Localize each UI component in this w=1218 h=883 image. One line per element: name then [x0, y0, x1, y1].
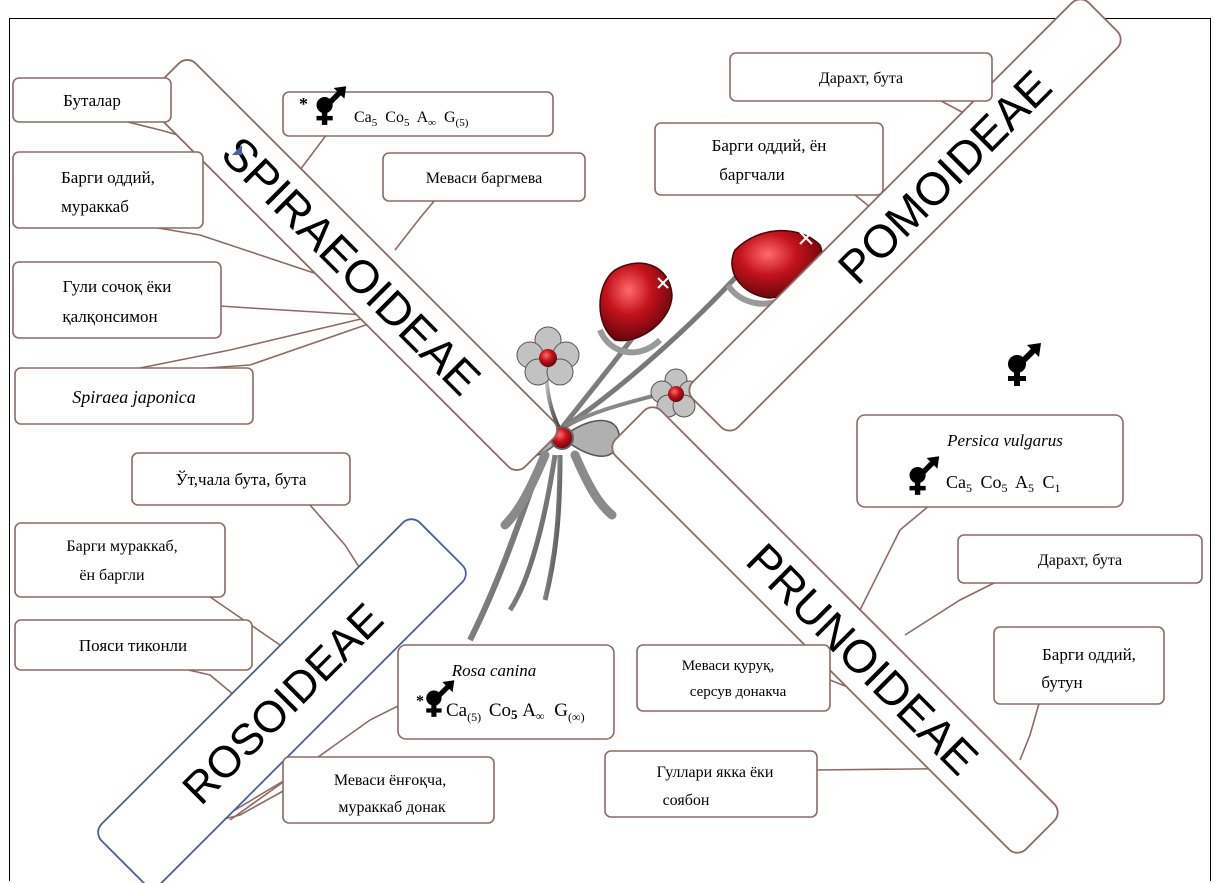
note-leaf-spiraea: Барги оддий, мураккаб [12, 151, 204, 229]
svg-text:*: * [416, 693, 424, 710]
svg-text:Гуллари якка ёки: Гуллари якка ёки [657, 764, 774, 781]
note-formula-rosa: Rosa canina * Ca(5) Co5 A∞ G(∞) [397, 644, 615, 740]
svg-text:Меваси қуруқ,: Меваси қуруқ, [682, 658, 774, 674]
diagram-frame [9, 18, 1211, 881]
svg-text:қалқонсимон: қалқонсимон [62, 307, 157, 326]
note-fruit-spiraea: Меваси баргмева [382, 152, 586, 202]
connector-species-spiraea-a [139, 317, 366, 369]
svg-text:Меваси ёнғоқча,: Меваси ёнғоқча, [334, 772, 446, 789]
svg-text:Ўт,чала бута, бута: Ўт,чала бута, бута [176, 470, 307, 489]
svg-text:*: * [299, 94, 308, 114]
svg-text:Ca(5) Co5 A∞: Ca(5) Co5 A∞ G(∞) [446, 700, 585, 726]
svg-text:Барги мураккаб,: Барги мураккаб, [66, 538, 177, 555]
svg-text:Барги оддий,: Барги оддий, [1042, 645, 1136, 664]
svg-text:мураккаб донак: мураккаб донак [338, 799, 446, 816]
svg-text:Буталар: Буталар [63, 91, 121, 110]
rose-brooch-illustration [467, 229, 823, 642]
note-fruit-rosoideae: Меваси ёнғоқча, мураккаб донак [282, 756, 495, 824]
note-habit-rosoideae: Ўт,чала бута, бута [131, 452, 351, 506]
svg-text:Rosa canina: Rosa canina [451, 661, 537, 680]
bisexual-flower-icon [1008, 343, 1041, 386]
svg-text:Барги оддий, ён: Барги оддий, ён [712, 136, 827, 155]
svg-text:Дарахт, бута: Дарахт, бута [819, 70, 903, 87]
triangle-marker-icon [232, 145, 242, 155]
note-receptacle-rosoideae: Пояси тиконли [14, 619, 253, 671]
svg-text:бутун: бутун [1041, 673, 1082, 692]
svg-text:серсув донакча: серсув донакча [690, 684, 787, 700]
svg-text:Барги оддий,: Барги оддий, [61, 168, 155, 187]
note-habit-pomoideae: Дарахт, бута [729, 52, 993, 102]
connector-persica [859, 504, 931, 611]
connector-habit-prunoideae [904, 579, 1001, 636]
connector-leaf-prunoideae [1019, 699, 1041, 761]
note-leaf-pomoideae: Барги оддий, ён баргчали [654, 122, 884, 196]
svg-text:баргчали: баргчали [719, 165, 785, 184]
connector-formula-rosoideae [229, 699, 411, 821]
svg-text:Пояси тиконли: Пояси тиконли [79, 636, 187, 655]
note-flower-spiraea: Гули сочоқ ёки қалқонсимон [12, 261, 222, 339]
note-leaf-rosoideae: Барги мураккаб, ён баргли [14, 522, 226, 598]
note-species-spiraea: Spiraea japonica [14, 367, 254, 425]
note-fruit-prunoideae: Меваси қуруқ, серсув донакча [636, 644, 831, 712]
connector-fruit-spiraea [394, 199, 436, 251]
svg-text:Spiraea japonica: Spiraea japonica [72, 387, 196, 407]
svg-text:Persica vulgarus: Persica vulgarus [946, 431, 1063, 450]
note-leaf-prunoideae: Барги оддий, бутун [993, 626, 1165, 705]
note-butalar: Буталар [12, 77, 172, 123]
note-habit-prunoideae: Дарахт, бута [957, 534, 1203, 584]
svg-text:Гули сочоқ ёки: Гули сочоқ ёки [63, 277, 172, 296]
svg-text:мураккаб: мураккаб [61, 197, 129, 216]
note-formula-spiraea: * Ca5 Co5 A∞ G(5) [282, 86, 554, 137]
svg-text:ён баргли: ён баргли [79, 567, 145, 584]
svg-text:Ca5 Co5 A∞ G: Ca5 Co5 A∞ G(5) [354, 109, 469, 130]
svg-text:соябон: соябон [663, 792, 710, 809]
note-persica: Persica vulgarus Ca5 Co5 A5 C1 [856, 414, 1124, 508]
svg-text:Меваси баргмева: Меваси баргмева [426, 170, 543, 187]
svg-text:Дарахт, бута: Дарахт, бута [1038, 552, 1122, 569]
svg-text:Ca5 Co5 A5 C: Ca5 Co5 A5 C1 [946, 472, 1061, 496]
note-flower-prunoideae: Гуллари якка ёки соябон [604, 750, 818, 818]
